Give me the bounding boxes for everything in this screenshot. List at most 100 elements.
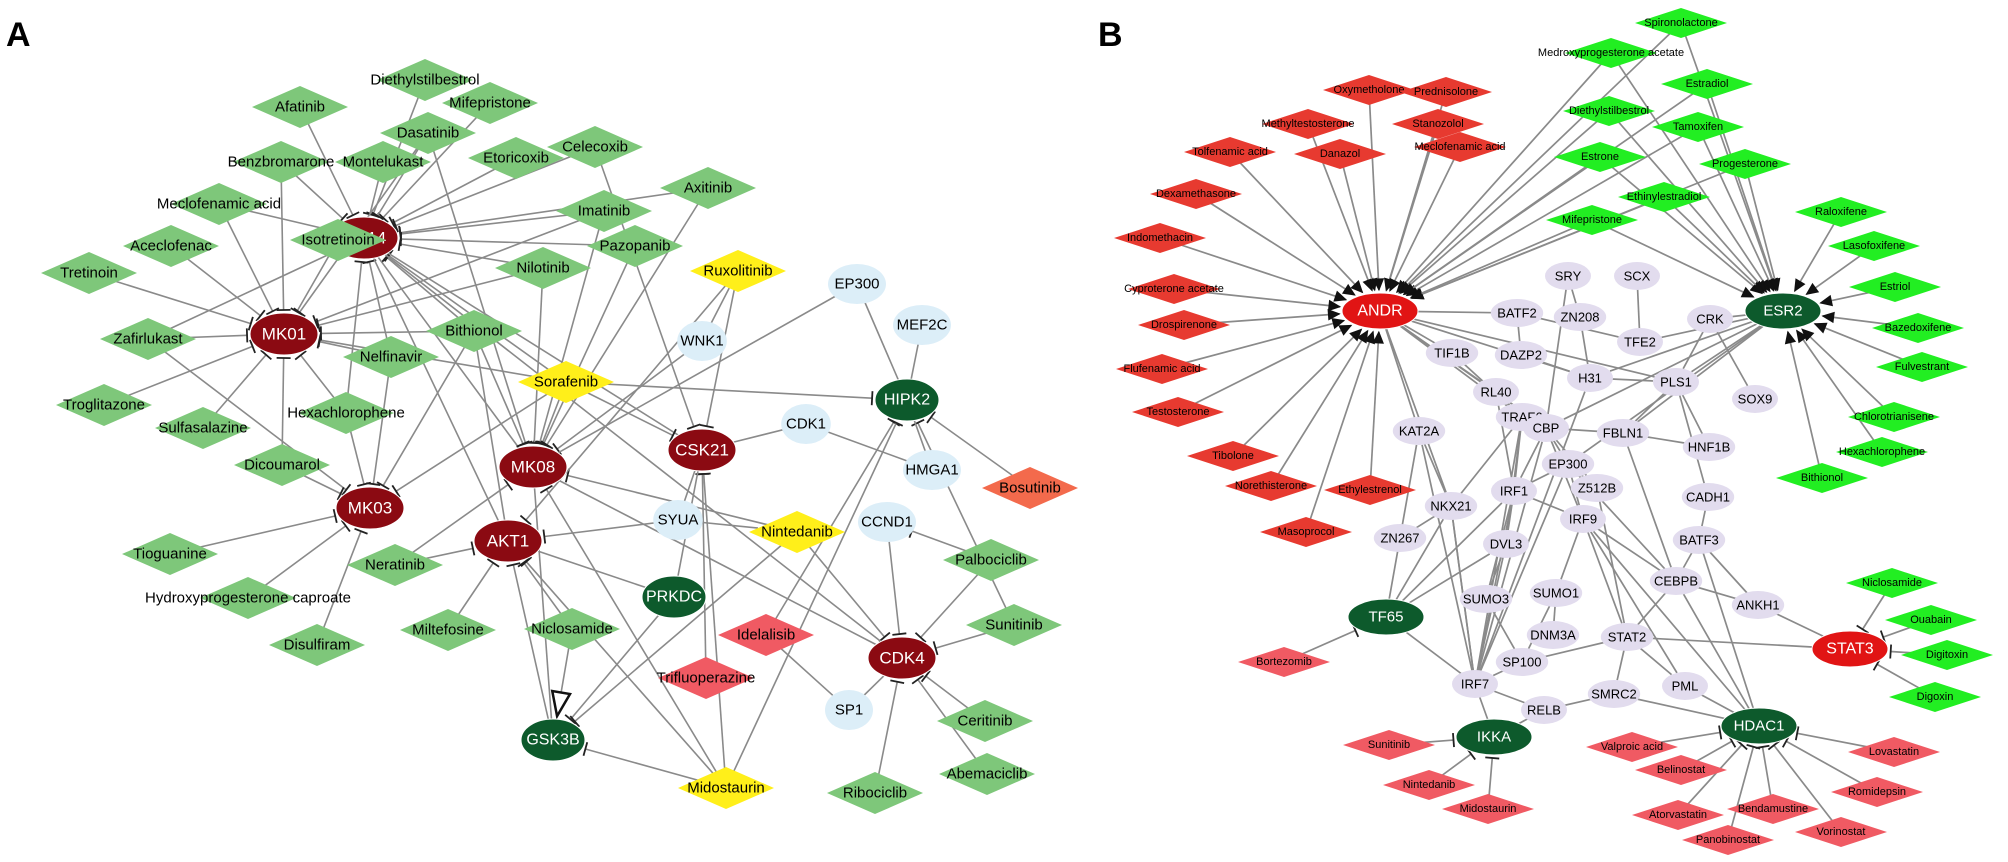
- node-flufenamic-acid[interactable]: Flufenamic acid: [1116, 354, 1208, 384]
- node-pml[interactable]: PML: [1662, 672, 1708, 700]
- node-dazp2[interactable]: DAZP2: [1494, 341, 1548, 369]
- node-nkx21[interactable]: NKX21: [1424, 492, 1478, 520]
- node-estradiol[interactable]: Estradiol: [1661, 69, 1753, 99]
- node-isotretinoin[interactable]: Isotretinoin: [290, 219, 386, 261]
- node-tfe2[interactable]: TFE2: [1617, 328, 1663, 356]
- node-meclofenamic-acid[interactable]: Meclofenamic acid: [1414, 132, 1506, 162]
- node-cadh1[interactable]: CADH1: [1681, 483, 1735, 511]
- node-midostaurin[interactable]: Midostaurin: [678, 767, 774, 809]
- node-midostaurin[interactable]: Midostaurin: [1442, 794, 1534, 824]
- node-csk21[interactable]: CSK21: [667, 428, 737, 472]
- node-chlorotrianisene[interactable]: Chlorotrianisene: [1848, 402, 1940, 432]
- node-digitoxin[interactable]: Digitoxin: [1901, 640, 1993, 670]
- node-hydroxyprogesterone-caproate[interactable]: Hydroxyprogesterone caproate: [145, 577, 351, 619]
- node-lovastatin[interactable]: Lovastatin: [1848, 737, 1940, 767]
- node-atorvastatin[interactable]: Atorvastatin: [1632, 800, 1724, 830]
- node-digoxin[interactable]: Digoxin: [1889, 682, 1981, 712]
- node-bazedoxifene[interactable]: Bazedoxifene: [1872, 313, 1964, 343]
- node-panobinostat[interactable]: Panobinostat: [1682, 825, 1774, 855]
- node-tamoxifen[interactable]: Tamoxifen: [1652, 112, 1744, 142]
- node-zn208[interactable]: ZN208: [1553, 303, 1607, 331]
- node-masoprocol[interactable]: Masoprocol: [1260, 517, 1352, 547]
- node-hdac1[interactable]: HDAC1: [1720, 707, 1798, 745]
- node-nelfinavir[interactable]: Nelfinavir: [343, 336, 439, 378]
- node-sp1[interactable]: SP1: [825, 690, 873, 730]
- node-lasofoxifene[interactable]: Lasofoxifene: [1828, 231, 1920, 261]
- node-testosterone[interactable]: Testosterone: [1132, 397, 1224, 427]
- node-meclofenamic-acid[interactable]: Meclofenamic acid: [157, 183, 281, 225]
- node-sry[interactable]: SRY: [1545, 262, 1591, 290]
- node-tif1b[interactable]: TIF1B: [1425, 339, 1479, 367]
- node-sorafenib[interactable]: Sorafenib: [518, 361, 614, 403]
- node-vorinostat[interactable]: Vorinostat: [1795, 817, 1887, 847]
- node-methyltestosterone[interactable]: Methyltestosterone: [1262, 109, 1355, 139]
- node-dexamethasone[interactable]: Dexamethasone: [1150, 179, 1242, 209]
- node-batf2[interactable]: BATF2: [1490, 299, 1544, 327]
- node-danazol[interactable]: Danazol: [1294, 139, 1386, 169]
- node-bosutinib[interactable]: Bosutinib: [982, 467, 1078, 509]
- node-spironolactone[interactable]: Spironolactone: [1635, 8, 1727, 38]
- node-mifepristone[interactable]: Mifepristone: [1546, 205, 1638, 235]
- node-oxymetholone[interactable]: Oxymetholone: [1323, 75, 1415, 105]
- node-ruxolitinib[interactable]: Ruxolitinib: [690, 250, 786, 292]
- node-pls1[interactable]: PLS1: [1653, 368, 1699, 396]
- node-dasatinib[interactable]: Dasatinib: [380, 112, 476, 154]
- node-sp100[interactable]: SP100: [1495, 648, 1549, 676]
- node-cdk1[interactable]: CDK1: [781, 404, 831, 444]
- node-mk08[interactable]: MK08: [498, 445, 568, 489]
- node-irf1[interactable]: IRF1: [1491, 477, 1537, 505]
- node-ethinylestradiol[interactable]: Ethinylestradiol: [1618, 182, 1710, 212]
- node-tolfenamic-acid[interactable]: Tolfenamic acid: [1184, 137, 1276, 167]
- node-dnm3a[interactable]: DNM3A: [1526, 621, 1580, 649]
- node-h31[interactable]: H31: [1567, 364, 1613, 392]
- node-diethylstilbestrol[interactable]: Diethylstilbestrol: [370, 59, 480, 101]
- node-benzbromarone[interactable]: Benzbromarone: [228, 141, 335, 183]
- node-zn267[interactable]: ZN267: [1373, 524, 1427, 552]
- node-estrone[interactable]: Estrone: [1554, 142, 1646, 172]
- node-bendamustine[interactable]: Bendamustine: [1727, 794, 1819, 824]
- node-mef2c[interactable]: MEF2C: [893, 305, 951, 345]
- node-sulfasalazine[interactable]: Sulfasalazine: [155, 407, 251, 449]
- node-ankh1[interactable]: ANKH1: [1731, 591, 1785, 619]
- node-axitinib[interactable]: Axitinib: [660, 167, 756, 209]
- node-palbociclib[interactable]: Palbociclib: [943, 539, 1039, 581]
- node-tretinoin[interactable]: Tretinoin: [41, 252, 137, 294]
- node-akt1[interactable]: AKT1: [473, 519, 543, 563]
- node-estriol[interactable]: Estriol: [1849, 272, 1941, 302]
- node-hipk2[interactable]: HIPK2: [874, 378, 940, 422]
- node-z512b[interactable]: Z512B: [1570, 474, 1624, 502]
- node-fulvestrant[interactable]: Fulvestrant: [1876, 352, 1968, 382]
- node-niclosamide[interactable]: Niclosamide: [524, 608, 620, 650]
- node-zafirlukast[interactable]: Zafirlukast: [100, 318, 196, 360]
- node-mifepristone[interactable]: Mifepristone: [442, 82, 538, 124]
- node-ceritinib[interactable]: Ceritinib: [937, 700, 1033, 742]
- node-wnk1[interactable]: WNK1: [677, 321, 727, 361]
- node-afatinib[interactable]: Afatinib: [252, 86, 348, 128]
- node-sox9[interactable]: SOX9: [1732, 385, 1778, 413]
- node-disulfiram[interactable]: Disulfiram: [269, 624, 365, 666]
- node-sumo3[interactable]: SUMO3: [1459, 585, 1513, 613]
- node-ep300[interactable]: EP300: [1541, 450, 1595, 478]
- node-abemaciclib[interactable]: Abemaciclib: [939, 753, 1035, 795]
- node-indomethacin[interactable]: Indomethacin: [1114, 223, 1206, 253]
- node-imatinib[interactable]: Imatinib: [556, 190, 652, 232]
- node-norethisterone[interactable]: Norethisterone: [1225, 471, 1317, 501]
- node-nilotinib[interactable]: Nilotinib: [495, 247, 591, 289]
- node-cebpb[interactable]: CEBPB: [1649, 567, 1703, 595]
- node-cyproterone-acetate[interactable]: Cyproterone acetate: [1124, 274, 1224, 304]
- node-niclosamide[interactable]: Niclosamide: [1846, 568, 1938, 598]
- node-aceclofenac[interactable]: Aceclofenac: [123, 225, 219, 267]
- node-fbln1[interactable]: FBLN1: [1596, 419, 1650, 447]
- node-cdk4[interactable]: CDK4: [867, 636, 937, 680]
- node-neratinib[interactable]: Neratinib: [347, 544, 443, 586]
- node-relb[interactable]: RELB: [1521, 696, 1567, 724]
- node-ikka[interactable]: IKKA: [1455, 718, 1533, 756]
- node-tf65[interactable]: TF65: [1347, 598, 1425, 636]
- node-drospirenone[interactable]: Drospirenone: [1138, 310, 1230, 340]
- node-prkdc[interactable]: PRKDC: [641, 575, 707, 619]
- node-mk03[interactable]: MK03: [335, 486, 405, 530]
- node-sunitinib[interactable]: Sunitinib: [1343, 730, 1435, 760]
- node-troglitazone[interactable]: Troglitazone: [56, 384, 152, 426]
- node-sunitinib[interactable]: Sunitinib: [966, 604, 1062, 646]
- node-ribociclib[interactable]: Ribociclib: [827, 772, 923, 814]
